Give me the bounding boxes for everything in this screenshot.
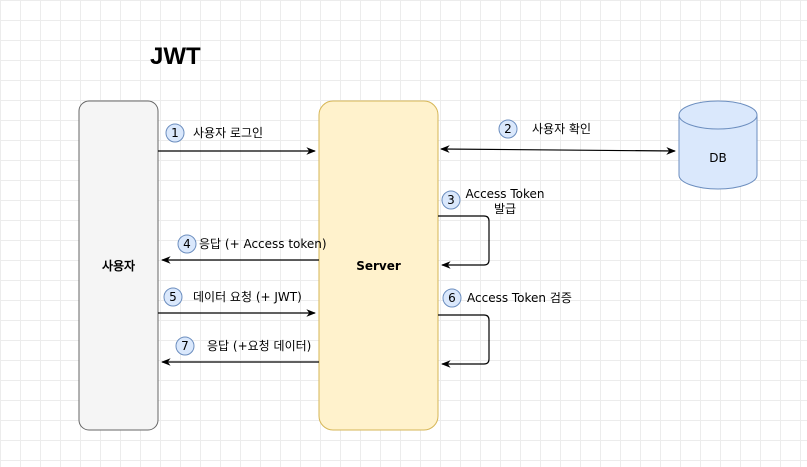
user-node[interactable]: 사용자 <box>78 100 159 431</box>
step-2-edge: 2 사용자 확인 <box>440 119 676 155</box>
user-node-label: 사용자 <box>102 258 135 273</box>
server-node-label: Server <box>356 259 401 273</box>
diagram-title: JWT <box>150 43 201 70</box>
step-3-badge <box>441 190 461 210</box>
step-7-label: 응답 (+요청 데이터) <box>207 339 311 353</box>
step-5-label: 데이터 요청 (+ JWT) <box>193 290 302 304</box>
step-3-number: 3 <box>447 193 455 207</box>
step-4-label: 응답 (+ Access token) <box>199 237 327 251</box>
step-5-badge <box>163 287 183 307</box>
step-6-badge <box>442 288 462 308</box>
step-5-number: 5 <box>169 290 177 304</box>
step-7-badge <box>175 336 195 356</box>
db-node[interactable]: DB <box>678 100 758 190</box>
step-4-badge <box>177 234 197 254</box>
step-1-edge: 1 사용자 로그인 <box>158 123 316 155</box>
step-1-badge <box>165 123 185 143</box>
step-2-badge <box>498 119 518 139</box>
step-3-edge: 3 Access Token 발급 <box>438 187 545 269</box>
step-2-number: 2 <box>504 122 512 136</box>
step-6-number: 6 <box>448 291 456 305</box>
step-2-label: 사용자 확인 <box>532 122 591 136</box>
step-7-edge: 7 응답 (+요청 데이터) <box>161 336 319 366</box>
step-1-label: 사용자 로그인 <box>193 126 263 140</box>
db-node-label: DB <box>709 151 726 165</box>
step-3-label-line2: 발급 <box>494 202 516 216</box>
step-6-label: Access Token 검증 <box>467 291 572 305</box>
step-4-number: 4 <box>183 237 191 251</box>
step-7-number: 7 <box>181 339 189 353</box>
step-6-edge: 6 Access Token 검증 <box>438 288 572 368</box>
step-4-edge: 4 응답 (+ Access token) <box>161 234 327 264</box>
step-3-label-line1: Access Token <box>465 187 544 201</box>
step-5-edge: 5 데이터 요청 (+ JWT) <box>158 287 316 317</box>
step-1-number: 1 <box>171 126 179 140</box>
server-node[interactable]: Server <box>318 100 439 431</box>
